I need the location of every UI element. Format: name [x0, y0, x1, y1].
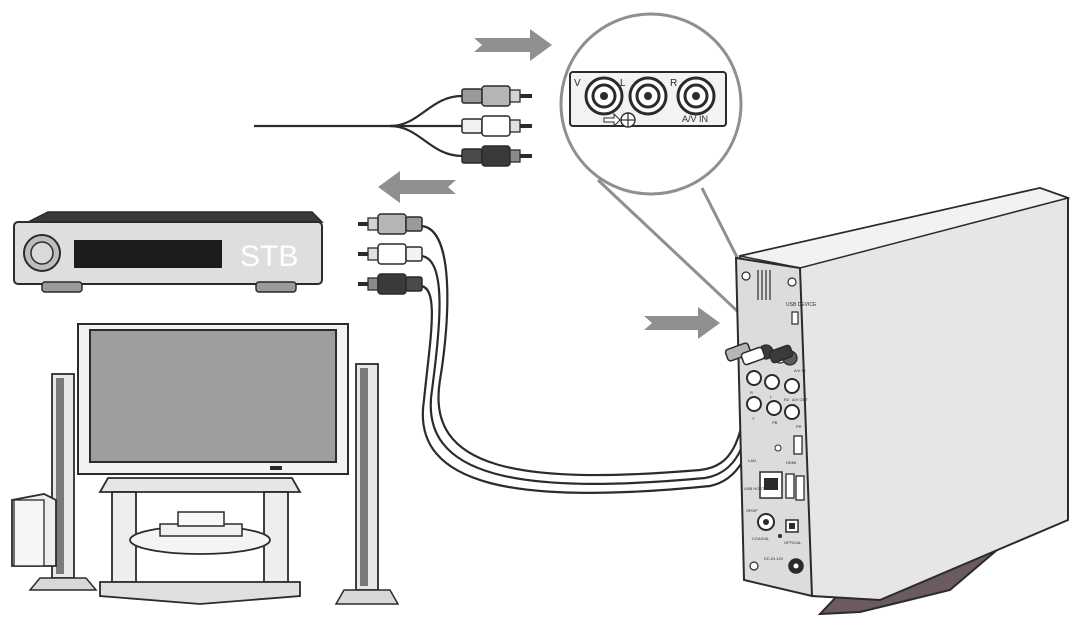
stb-label: STB: [240, 240, 298, 273]
usb-host-port-1: [785, 473, 795, 499]
panel-usb-device: USB DEVICE: [786, 302, 817, 308]
zoom-label-l: L: [620, 78, 626, 89]
jack-audio-right: [676, 76, 716, 116]
media-player-body: [734, 186, 1071, 602]
panel-y: Y: [752, 416, 755, 421]
speaker-left-tower: [28, 373, 98, 591]
panel-dc-in: DC-IN 12V: [764, 556, 784, 561]
flat-panel-tv: [77, 323, 349, 475]
component-jacks: [746, 396, 800, 420]
zoom-inout-symbol-icon: [603, 112, 636, 128]
hdmi-port: [793, 435, 803, 455]
panel-l: L: [770, 394, 773, 399]
jack-video: [584, 76, 624, 116]
tv-stand: [98, 477, 302, 605]
panel-av-out: A/V OUT: [792, 397, 809, 402]
plugs-inserted-into-player: [724, 342, 794, 366]
usb-host-port-2: [795, 475, 805, 501]
zoom-label-r: R: [670, 78, 677, 89]
arrow-left-middle: [378, 171, 456, 203]
rca-plug-audio-left-top: [461, 115, 532, 137]
panel-hdmi: HDMI: [786, 460, 796, 465]
panel-usb-host: USB HOST: [744, 486, 765, 491]
subwoofer: [11, 493, 57, 567]
vent-slots: [757, 270, 771, 300]
usb-device-port: [791, 311, 799, 325]
av-jacks-row-2: [746, 370, 800, 394]
arrow-right-top: [474, 29, 552, 61]
arrow-right-player: [644, 307, 720, 339]
jack-audio-left: [628, 76, 668, 116]
panel-pr: PR: [796, 424, 802, 429]
panel-pb: PB: [772, 420, 778, 425]
panel-av-in: A/V IN: [794, 368, 806, 373]
panel-coaxial: COAXIAL: [752, 536, 770, 541]
panel-optical: OPTICAL: [784, 540, 802, 545]
rca-plug-video-top: [461, 85, 532, 107]
zoom-label-v: V: [574, 78, 581, 89]
zoom-label-av-in: A/V IN: [682, 114, 708, 124]
zoom-circle-av-in: V L R A/V IN: [559, 12, 743, 196]
rca-plug-audio-right-bottom: [358, 273, 423, 295]
panel-r2: R2: [784, 397, 790, 402]
panel-r: R: [750, 390, 753, 395]
rca-plug-audio-right-top: [461, 145, 532, 167]
rca-plug-video-bottom: [358, 213, 423, 235]
speaker-right-tower: [334, 363, 400, 605]
dvd-player-on-stand: [159, 511, 243, 537]
rca-plug-audio-left-bottom: [358, 243, 423, 265]
av-cable-splitter: [254, 94, 463, 158]
set-top-box: STB: [13, 211, 324, 293]
stb-display: [74, 240, 222, 268]
panel-spdif: SPDIF: [746, 508, 758, 513]
panel-lan: LAN: [748, 458, 756, 463]
